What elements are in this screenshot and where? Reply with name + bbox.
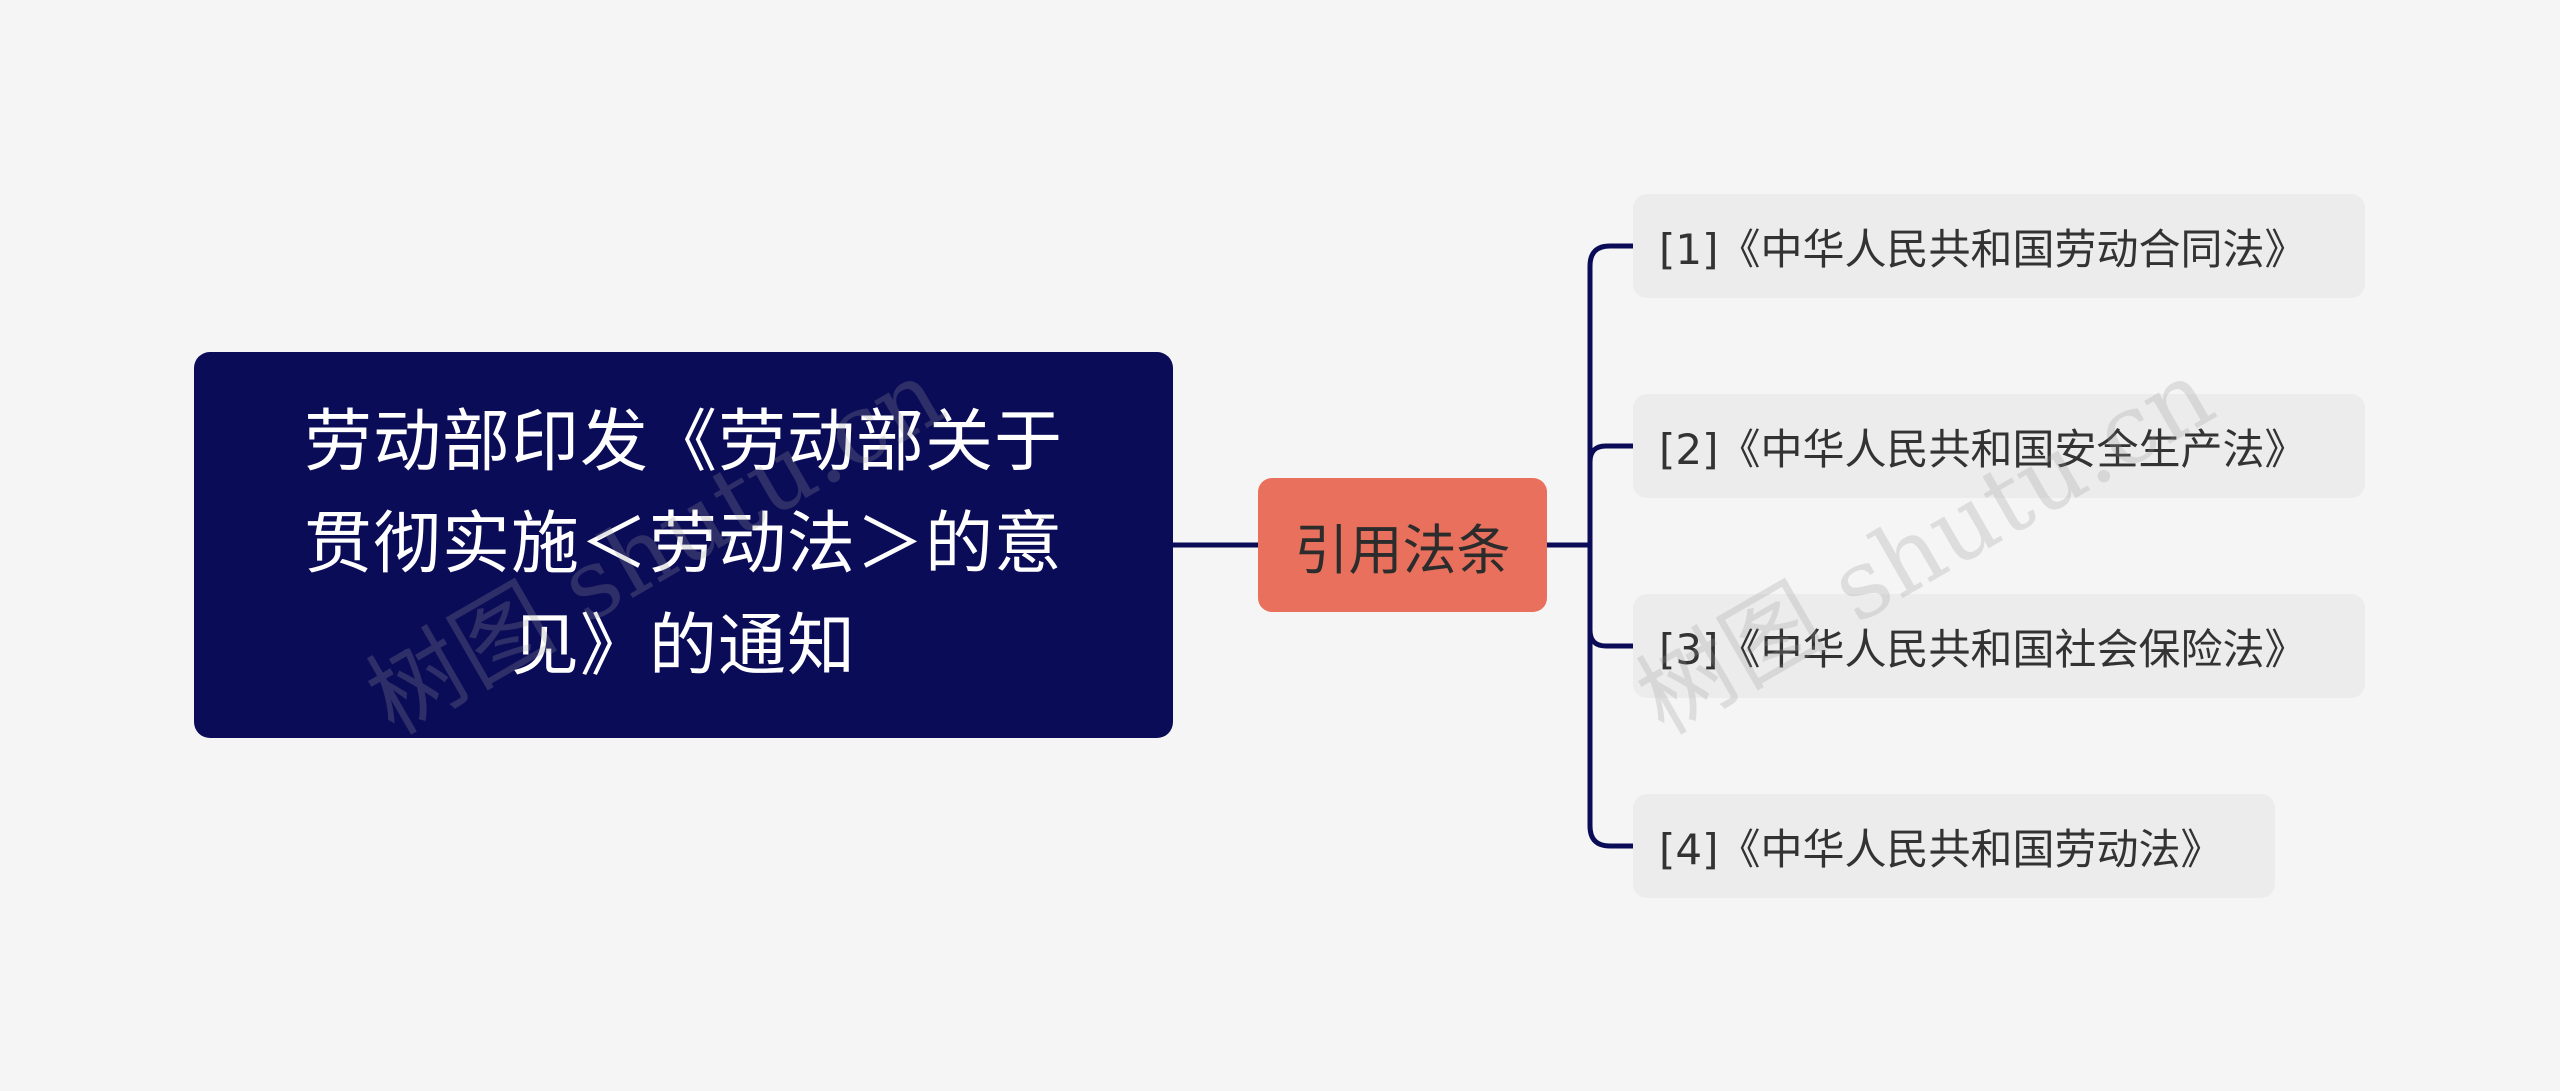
leaf-label-4: [4]《中华人民共和国劳动法》 [1659, 824, 2223, 874]
leaf-node-3[interactable]: [3]《中华人民共和国社会保险法》 [1633, 594, 2365, 698]
root-title-line-1: 劳动部印发《劳动部关于 [303, 403, 1063, 482]
leaf-node-4[interactable]: [4]《中华人民共和国劳动法》 [1633, 794, 2275, 898]
root-node[interactable]: 劳动部印发《劳动部关于 贯彻实施＜劳动法＞的意 见》的通知 [194, 352, 1173, 738]
leaf-node-1[interactable]: [1]《中华人民共和国劳动合同法》 [1633, 194, 2365, 298]
leaf-label-3: [3]《中华人民共和国社会保险法》 [1659, 624, 2307, 674]
leaf-3-connector [1587, 629, 1633, 649]
root-title-line-3: 见》的通知 [510, 607, 856, 686]
leaf-label-1: [1]《中华人民共和国劳动合同法》 [1659, 224, 2307, 274]
leaf-node-2[interactable]: [2]《中华人民共和国安全生产法》 [1633, 394, 2365, 498]
leaf-label-2: [2]《中华人民共和国安全生产法》 [1659, 424, 2307, 474]
leaf-2-connector [1587, 443, 1633, 463]
branch-label: 引用法条 [1294, 518, 1511, 582]
root-title: 劳动部印发《劳动部关于 贯彻实施＜劳动法＞的意 见》的通知 [304, 392, 1063, 698]
root-title-line-2: 贯彻实施＜劳动法＞的意 [303, 505, 1063, 584]
branch-node-cited-laws[interactable]: 引用法条 [1258, 478, 1547, 612]
trunk-connector [1587, 243, 1633, 849]
